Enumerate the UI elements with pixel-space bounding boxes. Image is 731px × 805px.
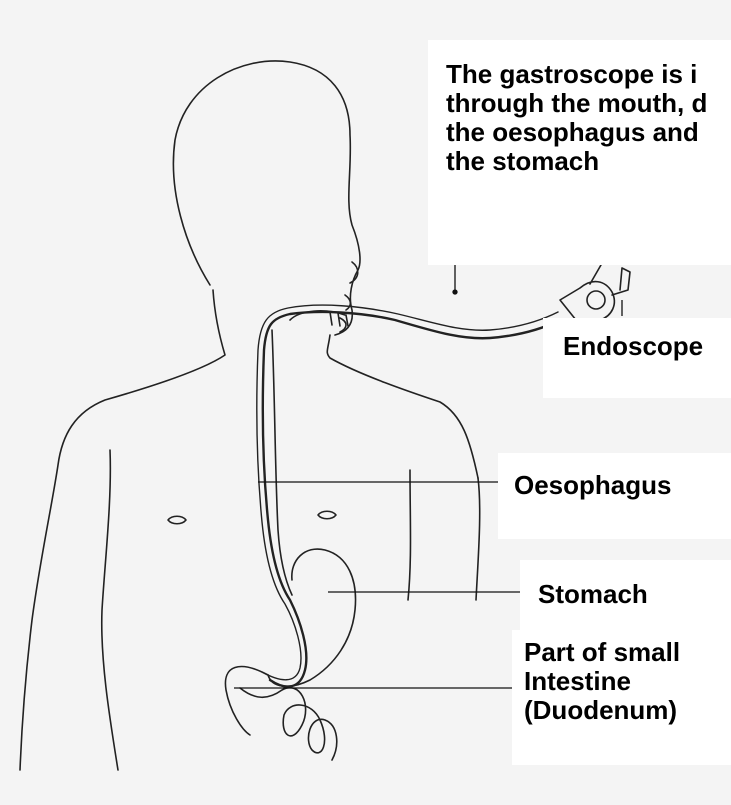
intro-caption: The gastroscope is i through the mouth, … <box>428 40 731 265</box>
intestine-line-1: Part of small <box>524 638 731 667</box>
intestine-label: Part of small Intestine (Duodenum) <box>512 630 731 765</box>
intro-line-4: the stomach <box>446 147 731 176</box>
intro-line-3: the oesophagus and <box>446 118 731 147</box>
intro-line-1: The gastroscope is i <box>446 60 731 89</box>
endoscope-label-text: Endoscope <box>563 332 731 361</box>
stomach-label: Stomach <box>520 560 731 630</box>
stomach-label-text: Stomach <box>538 580 731 609</box>
endoscope-label: Endoscope <box>543 318 731 398</box>
oesophagus-label: Oesophagus <box>498 453 731 539</box>
oesophagus-label-text: Oesophagus <box>514 471 731 500</box>
intestine-line-3: (Duodenum) <box>524 696 731 725</box>
intestine-line-2: Intestine <box>524 667 731 696</box>
intro-line-2: through the mouth, d <box>446 89 731 118</box>
intro-leader-dot <box>453 290 457 294</box>
